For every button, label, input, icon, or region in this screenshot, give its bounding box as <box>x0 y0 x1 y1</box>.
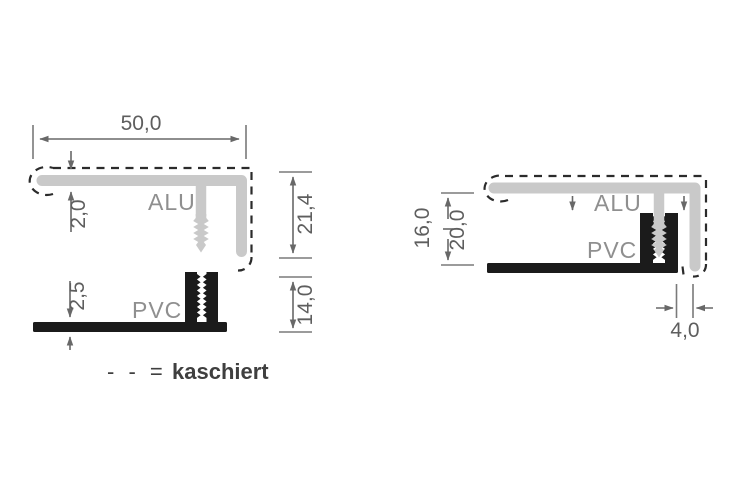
dashed-bottom-cap <box>237 256 253 272</box>
alu-material-label-left: ALU <box>148 189 196 215</box>
alu-l-shape <box>488 182 701 272</box>
dashed-left-cap <box>483 174 509 203</box>
dim-pvc-height: 14,0 <box>279 276 317 333</box>
dim-alu-thickness: 2,0 <box>67 151 90 232</box>
dashed-left-cap <box>28 165 54 197</box>
alu-screw-rib-thread <box>651 220 667 258</box>
dim-slot-gap-label: 4,0 <box>670 319 699 342</box>
kaschiert-dashed-outline-left <box>28 165 253 272</box>
pvc-profile-left <box>33 272 227 332</box>
pvc-material-label-right: PVC <box>587 237 637 263</box>
alu-l-shape <box>36 175 247 257</box>
pvc-right-prong <box>665 213 678 265</box>
alu-profile-right <box>488 182 701 272</box>
pvc-right-prong-teeth <box>202 274 207 318</box>
dim-alu-height-label: 21,4 <box>294 193 317 234</box>
dim-pvc-thickness: 2,5 <box>66 281 89 350</box>
legend: - - = kaschiert <box>107 359 269 384</box>
dashed-bottom-cap <box>692 263 708 278</box>
pvc-base-bar <box>487 263 678 273</box>
left-diagram: 50,0 ALU 2,0 21,4 <box>28 112 317 384</box>
dim-alu-height: 21,4 <box>279 171 317 259</box>
pvc-profile-right <box>487 213 678 273</box>
dashed-bottom-left-stub <box>681 266 685 275</box>
alu-screw-rib-thread <box>193 214 209 253</box>
dim-pvc-height-label: 14,0 <box>294 285 317 326</box>
dim-height-max-label: 20,0 <box>446 210 469 251</box>
pvc-right-prong <box>206 272 218 324</box>
right-diagram: ALU PVC 16,0 20,0 4,0 <box>411 174 713 342</box>
pvc-left-prong <box>185 272 197 324</box>
alu-material-label-right: ALU <box>594 190 642 216</box>
dim-height-range: 16,0 20,0 <box>411 192 474 266</box>
pvc-left-prong <box>640 213 653 265</box>
alu-profile-left <box>36 175 247 257</box>
dim-total-width-label: 50,0 <box>121 112 162 135</box>
dim-total-width: 50,0 <box>32 112 247 159</box>
pvc-base-bar <box>33 322 227 332</box>
dim-slot-gap: 4,0 <box>656 284 713 342</box>
dim-alu-thickness-label: 2,0 <box>67 199 90 228</box>
pvc-left-prong-teeth <box>197 274 201 318</box>
pvc-material-label-left: PVC <box>132 297 182 323</box>
assembly-direction-arrows <box>569 196 688 211</box>
legend-term: kaschiert <box>172 359 269 384</box>
dim-height-min-label: 16,0 <box>411 208 434 249</box>
kaschiert-dashed-outline-right <box>483 174 708 278</box>
legend-dash-symbol: - - = <box>107 359 167 384</box>
dim-pvc-thickness-label: 2,5 <box>66 281 89 310</box>
